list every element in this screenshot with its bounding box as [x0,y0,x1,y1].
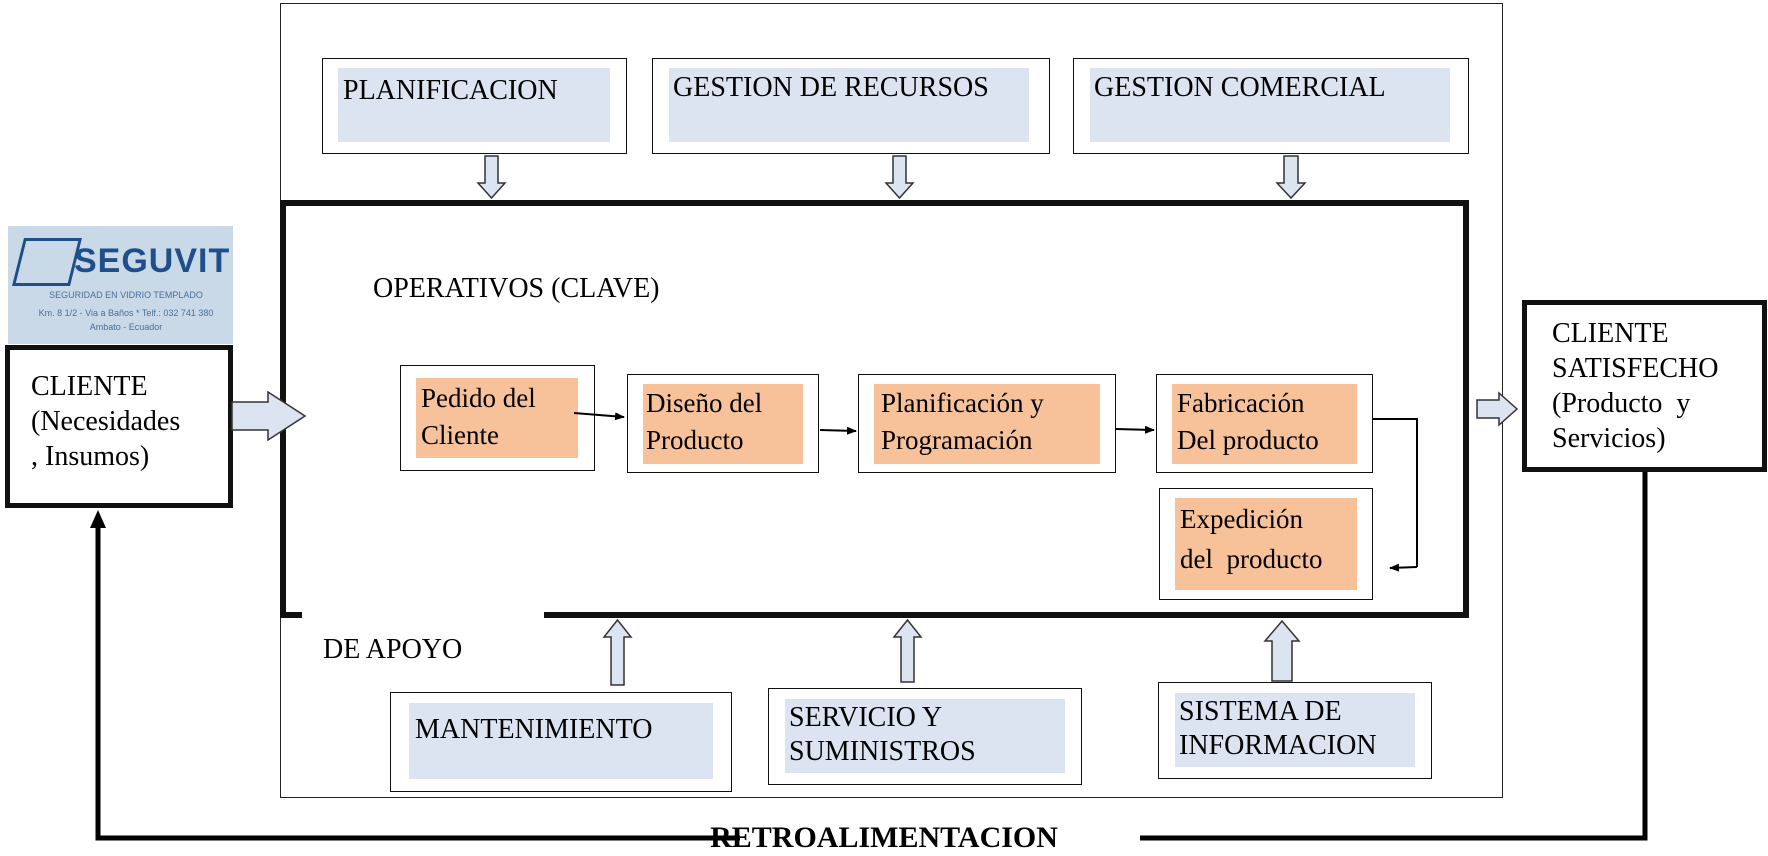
planificacion-box: PLANIFICACION [322,58,627,154]
process-flow-arrows [573,412,1418,572]
step-fabricacion-line2: Del producto [1177,425,1319,455]
sistema-informacion-box: SISTEMA DE INFORMACION [1158,682,1432,779]
step-pedido-line2: Cliente [421,420,499,450]
step-fabricacion-line1: Fabricación [1177,388,1305,418]
logo-address: Km. 8 1/2 - Via a Baños * Telf.: 032 741… [38,308,214,318]
gestion-recursos-label: GESTION DE RECURSOS [673,72,989,103]
logo-brand-name: SEGUVIT [74,242,231,280]
gestion-comercial-label: GESTION COMERCIAL [1094,72,1386,103]
step-planificacion-line2: Programación [881,425,1033,455]
cliente-satisfecho-line4: Servicios) [1552,423,1666,454]
servicio-suministros-box: SERVICIO Y SUMINISTROS [768,688,1082,785]
de-apoyo-title: DE APOYO [323,634,463,665]
cliente-input-box: CLIENTE (Necesidades , Insumos) [5,345,233,508]
operativos-frame-gap [302,612,544,620]
output-arrow-icon [1476,391,1519,427]
step-pedido: Pedido del Cliente [400,365,595,471]
cliente-satisfecho-line3: (Producto y [1552,388,1691,419]
step-expedicion: Expedición del producto [1159,488,1373,600]
cliente-input-line2: (Necesidades [31,406,181,437]
step-expedicion-line2: del producto [1180,544,1323,574]
mantenimiento-label: MANTENIMIENTO [415,714,653,745]
feedback-arrowhead-icon [90,510,106,528]
cliente-satisfecho-box: CLIENTE SATISFECHO (Producto y Servicios… [1522,300,1767,472]
logo-city: Ambato - Ecuador [89,322,163,332]
mantenimiento-box: MANTENIMIENTO [390,692,732,792]
seguvit-logo: SEGUVIT SEGURIDAD EN VIDRIO TEMPLADO Km.… [8,226,233,344]
down-arrow-icon [476,155,1307,200]
sistema-label-line1: SISTEMA DE [1179,696,1342,727]
planificacion-label: PLANIFICACION [343,75,558,106]
up-arrow-icon [602,618,1301,686]
cliente-satisfecho-line1: CLIENTE [1552,318,1669,349]
gestion-recursos-box: GESTION DE RECURSOS [652,58,1050,154]
step-expedicion-line1: Expedición [1180,504,1303,534]
cliente-input-line3: , Insumos) [31,441,150,472]
retroalimentacion-label: RETROALIMENTACION [710,821,1058,854]
step-diseno-line2: Producto [646,425,744,455]
servicio-label-line2: SUMINISTROS [789,736,976,767]
cliente-input-line1: CLIENTE [31,371,148,402]
input-arrow-icon [231,390,307,442]
gestion-comercial-box: GESTION COMERCIAL [1073,58,1469,154]
step-planificacion: Planificación y Programación [858,374,1116,473]
step-diseno-line1: Diseño del [646,388,763,418]
step-pedido-line1: Pedido del [421,383,536,413]
sistema-label-line2: INFORMACION [1179,730,1377,761]
step-planificacion-line1: Planificación y [881,388,1044,418]
cliente-satisfecho-line2: SATISFECHO [1552,353,1719,384]
step-fabricacion: Fabricación Del producto [1156,374,1373,473]
logo-tagline: SEGURIDAD EN VIDRIO TEMPLADO [49,290,203,300]
feedback-loop-line [95,472,1648,841]
servicio-label-line1: SERVICIO Y [789,702,943,733]
operativos-title: OPERATIVOS (CLAVE) [373,273,660,304]
step-diseno: Diseño del Producto [627,374,819,473]
